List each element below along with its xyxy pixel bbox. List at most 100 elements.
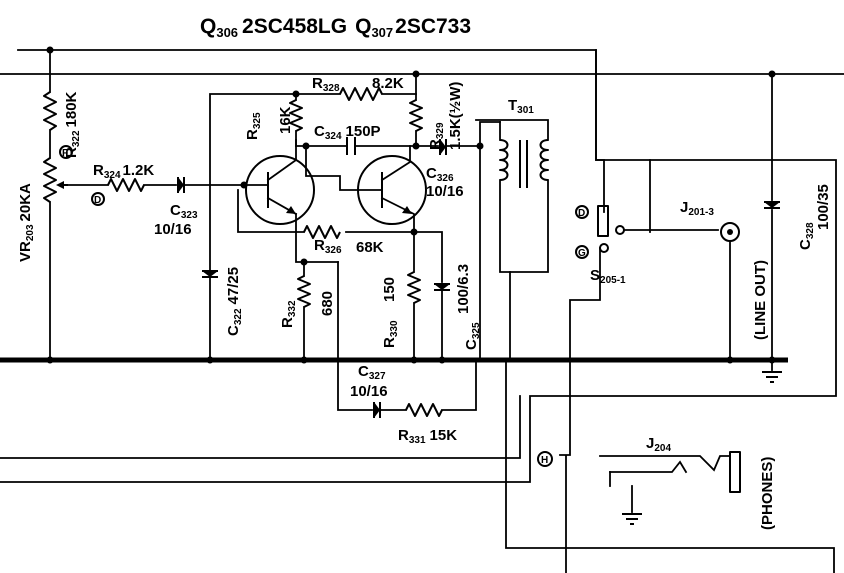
s205-switch: D G S205-1 [559, 49, 719, 456]
svg-text:C326: C326 [426, 165, 454, 184]
h-node: H [537, 451, 553, 467]
svg-text:J204: J204 [646, 435, 671, 454]
r332-ref: R [279, 317, 296, 328]
j204-label: (PHONES) [759, 457, 776, 530]
r331-sub: 331 [409, 435, 426, 446]
r326-resistor: R326 68K [237, 189, 418, 256]
r324-value: 1.2K [123, 162, 155, 179]
t301-sub: 301 [517, 105, 534, 116]
s205-sub: 205-1 [600, 275, 626, 286]
q307-ref: Q [355, 15, 371, 38]
r322-value: 180K [63, 91, 80, 127]
c324-value: 150P [346, 123, 381, 140]
svg-text:C327: C327 [358, 363, 386, 382]
r322-sub: 322 [71, 130, 82, 147]
c325-ref: C [463, 339, 480, 350]
c325-sub: 325 [471, 322, 482, 339]
r332-resistor: R332 680 [279, 213, 339, 364]
r330-resistor: R330 150 [381, 231, 421, 364]
c326-ref: C [426, 165, 437, 182]
svg-text:C32247/25: C322 47/25 [225, 267, 244, 336]
j201-sub: 201-3 [688, 207, 714, 218]
r322-resistor: R322180K [43, 46, 82, 159]
c322-sub: 322 [233, 308, 244, 325]
svg-text:R328: R328 [312, 75, 340, 94]
r324-marker: D [94, 195, 101, 206]
q307-sub: 307 [371, 25, 393, 40]
c323-ref: C [170, 202, 181, 219]
c322-value: 47/25 [225, 267, 242, 305]
s205-ref: S [590, 267, 600, 284]
ground-symbol [762, 359, 782, 383]
r330-value: 150 [381, 277, 398, 302]
j201-label: (LINE OUT) [752, 260, 769, 340]
c328-ref: C [797, 239, 814, 250]
r331-ref: R [398, 427, 409, 444]
r324-sub: 324 [104, 170, 121, 181]
r332-value: 680 [319, 291, 336, 316]
svg-text:C323: C323 [170, 202, 198, 221]
r329-resistor: R329 1.5K(½W) [409, 70, 464, 150]
j201-ref: J [680, 199, 688, 216]
c328-capacitor: C328 100/35 [764, 70, 832, 364]
r329-ref: R [427, 139, 444, 150]
q306-transistor [240, 139, 315, 225]
c323-sub: 323 [181, 210, 198, 221]
r328-ref: R [312, 75, 323, 92]
c324-ref: C [314, 123, 325, 140]
c328-sub: 328 [805, 222, 816, 239]
r330-ref: R [381, 337, 398, 348]
c324-capacitor: C324 150P [295, 123, 420, 155]
r326-sub: 326 [325, 245, 342, 256]
r326-ref: R [314, 237, 325, 254]
c322-ref: C [225, 325, 242, 336]
c327-ref: C [358, 363, 369, 380]
c324-sub: 324 [325, 131, 342, 142]
r325-sub: 325 [252, 112, 263, 129]
h-marker: H [541, 455, 548, 466]
vr-tap-marker: F [62, 148, 68, 159]
c326-value: 10/16 [426, 183, 464, 200]
c325-capacitor: C325 100/6.3 [413, 231, 482, 364]
r328-resistor: R328 8.2K [295, 75, 417, 101]
r331-resistor: R331 15K [398, 359, 477, 446]
svg-text:J201-3: J201-3 [680, 199, 714, 218]
svg-text:C328: C328 [797, 222, 816, 250]
j204-sub: 204 [654, 443, 671, 454]
t301-transformer: T301 [475, 97, 549, 361]
svg-text:R332: R332 [279, 300, 298, 328]
q306-part: 2SC458LG [242, 15, 347, 38]
r328-sub: 328 [323, 83, 340, 94]
svg-text:R329: R329 [427, 122, 446, 150]
svg-text:R330: R330 [381, 320, 400, 348]
svg-text:T301: T301 [508, 97, 534, 116]
c322-capacitor: C322 47/25 [202, 267, 244, 364]
r331-value: 15K [430, 427, 458, 444]
j204-jack: J204 (PHONES) [599, 435, 776, 530]
c328-value: 100/35 [815, 184, 832, 230]
q306-sub: 306 [216, 25, 238, 40]
svg-text:R326: R326 [314, 237, 342, 256]
vr203-ref: VR [17, 241, 34, 262]
r325-value: 16K [277, 106, 294, 134]
r328-value: 8.2K [372, 75, 404, 92]
frame-wires [0, 159, 837, 573]
c327-value: 10/16 [350, 383, 388, 400]
s205-g-marker: G [578, 248, 586, 259]
vr203-sub: 203 [25, 224, 36, 241]
q307-part: 2SC733 [395, 15, 471, 38]
c327-sub: 327 [369, 371, 386, 382]
c323-value: 10/16 [154, 221, 192, 238]
svg-text:S205-1: S205-1 [590, 267, 626, 286]
s205-d-marker: D [578, 208, 585, 219]
r325-ref: R [244, 129, 261, 140]
r329-sub: 329 [435, 122, 446, 139]
q306-ref: Q [200, 15, 216, 38]
vr203-value: 20KA [17, 183, 34, 222]
vr203-potentiometer: VR203 20KA F [17, 145, 73, 364]
